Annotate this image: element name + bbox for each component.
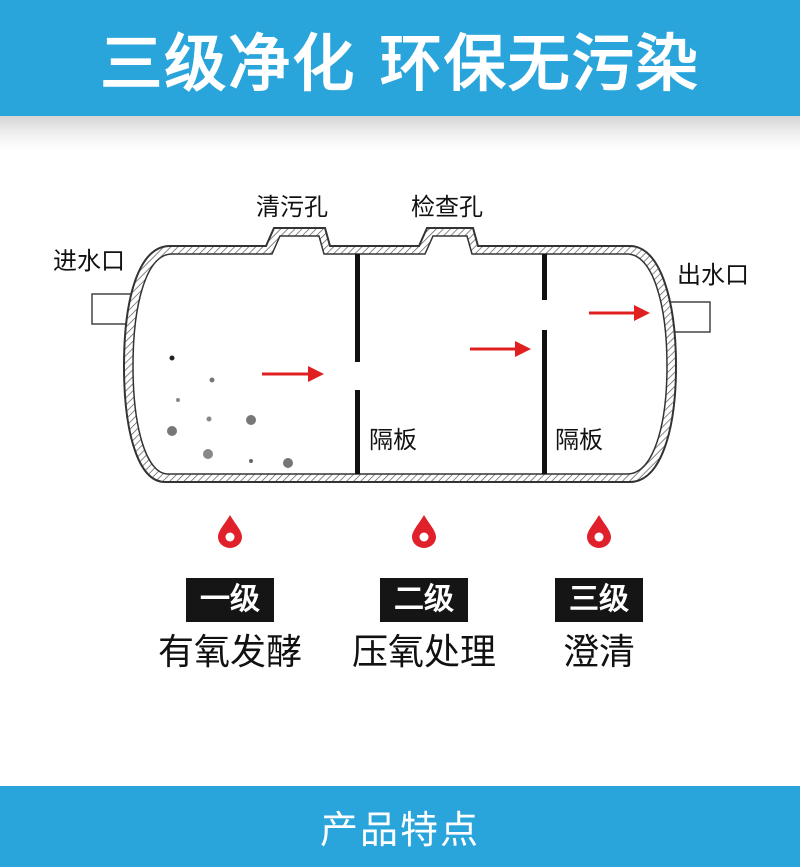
stage-2: 二级 压氧处理 <box>334 514 514 673</box>
flow-arrow-2 <box>470 341 531 357</box>
stage-3-badge: 三级 <box>555 578 643 622</box>
baffle-2-label: 隔板 <box>555 426 603 454</box>
tank-interior <box>132 235 668 475</box>
footer-title: 产品特点 <box>319 808 480 852</box>
water-drop-icon <box>218 515 242 548</box>
cleanout-port-label: 清污孔 <box>256 193 328 221</box>
outlet-label: 出水口 <box>677 261 749 289</box>
stage-1-description: 有氧发酵 <box>157 632 302 673</box>
baffle-1-upper <box>355 254 360 362</box>
header-banner: 三级净化 环保无污染 <box>0 0 800 116</box>
flow-arrow-3 <box>589 305 650 321</box>
stage-3: 三级 澄清 <box>509 514 689 673</box>
flow-arrow-1 <box>262 366 324 382</box>
baffle-2-lower <box>542 330 547 474</box>
stage-2-badge: 二级 <box>380 578 468 622</box>
inlet-label: 进水口 <box>53 247 125 275</box>
baffle-1-lower <box>355 390 360 474</box>
water-drop-icon <box>412 515 436 548</box>
banner-shadow <box>0 116 800 150</box>
inspection-port-label: 检查孔 <box>411 193 483 221</box>
stage-3-description: 澄清 <box>562 632 635 673</box>
water-drop-icon <box>587 515 611 548</box>
header-title: 三级净化 环保无污染 <box>100 27 700 100</box>
stage-1: 一级 有氧发酵 <box>140 514 320 673</box>
baffle-1-label: 隔板 <box>369 426 417 454</box>
sediment-particles <box>167 355 293 468</box>
footer-banner: 产品特点 <box>0 786 800 867</box>
baffle-2-upper <box>542 254 547 300</box>
stage-1-badge: 一级 <box>186 578 274 622</box>
stage-2-description: 压氧处理 <box>351 632 496 673</box>
